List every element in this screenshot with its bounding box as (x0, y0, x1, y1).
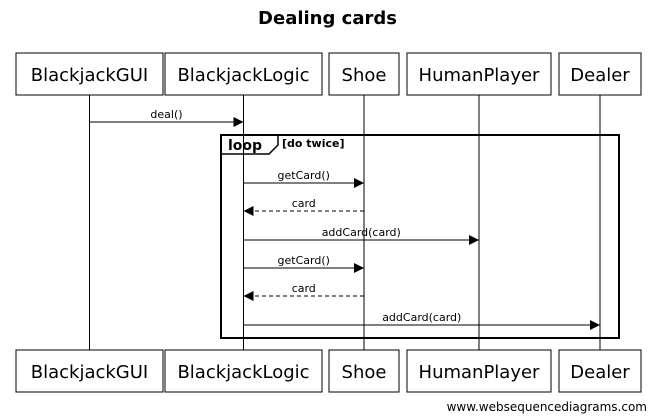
message-label-4: addCard(card) (322, 226, 401, 239)
loop-frame (220, 134, 620, 339)
footer-credit: www.websequencediagrams.com (446, 400, 647, 414)
participant-box-shoe-bottom (328, 349, 400, 393)
loop-tab (221, 135, 279, 155)
participant-label-dealer-top: Dealer (570, 65, 630, 86)
participant-box-dealer-bottom (558, 349, 642, 393)
loop-keyword: loop (228, 138, 262, 154)
participant-box-gui-bottom (15, 349, 164, 393)
participant-box-dealer-top (558, 52, 642, 96)
participant-label-gui-bottom: BlackjackGUI (31, 362, 148, 383)
participant-label-shoe-top: Shoe (342, 65, 387, 86)
participant-label-human-bottom: HumanPlayer (419, 362, 541, 383)
participant-label-logic-top: BlackjackLogic (177, 65, 309, 86)
participant-box-human-bottom (406, 349, 552, 393)
participant-box-shoe-top (328, 52, 400, 96)
participant-label-shoe-bottom: Shoe (342, 362, 387, 383)
message-label-6: card (292, 282, 316, 295)
loop-condition: [do twice] (282, 137, 345, 150)
participant-box-logic-top (164, 52, 323, 96)
diagram-title: Dealing cards (258, 8, 397, 29)
participant-label-logic-bottom: BlackjackLogic (177, 362, 309, 383)
participant-box-gui-top (15, 52, 164, 96)
message-label-2: getCard() (278, 169, 330, 182)
message-label-5: getCard() (278, 254, 330, 267)
participant-label-dealer-bottom: Dealer (570, 362, 630, 383)
message-label-1: deal() (150, 108, 182, 121)
message-label-3: card (292, 197, 316, 210)
participant-box-logic-bottom (164, 349, 323, 393)
message-label-7: addCard(card) (382, 311, 461, 324)
participant-box-human-top (406, 52, 552, 96)
participant-label-gui-top: BlackjackGUI (31, 65, 148, 86)
participant-label-human-top: HumanPlayer (419, 65, 541, 86)
